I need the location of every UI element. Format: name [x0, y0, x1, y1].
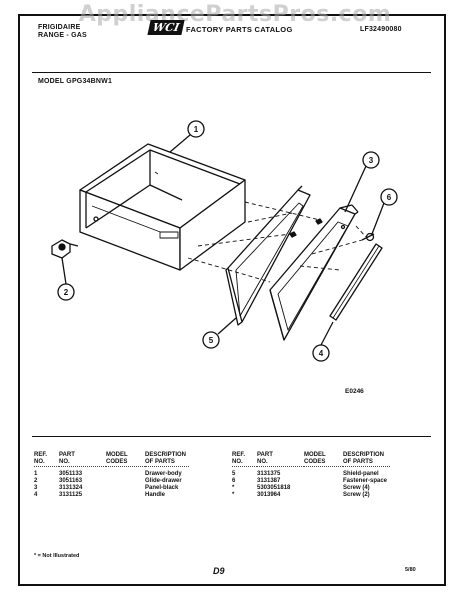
diagram-code: E0246 [345, 388, 364, 395]
catalog-title: FACTORY PARTS CATALOG [186, 25, 293, 34]
col-part: PART NO. [59, 452, 106, 467]
table-row: 2 3051163 Glide-drawer [34, 478, 182, 484]
screw-drawing [289, 218, 323, 238]
table-header-row: REF. NO. PART NO. MODEL CODES DESCRIPTIO… [34, 452, 190, 467]
parts-table-left: REF. NO. PART NO. MODEL CODES DESCRIPTIO… [34, 452, 190, 499]
callout-6: 6 [387, 193, 392, 202]
shield-panel-drawing [225, 185, 311, 326]
col-ref: REF. NO. [232, 452, 257, 467]
front-panel-drawing [269, 204, 359, 341]
catalog-number: LF32490080 [360, 26, 402, 33]
table-header-row: REF. NO. PART NO. MODEL CODES DESCRIPTIO… [232, 452, 391, 467]
page-number: D9 [213, 566, 225, 576]
callout-3: 3 [369, 156, 374, 165]
col-model: MODEL CODES [106, 452, 145, 467]
table-row: 5 3131375 Shield-panel [232, 471, 379, 477]
table-row: * 3013964 Screw (2) [232, 492, 370, 498]
glide-drawer-drawing [51, 239, 79, 259]
fastener-spacer-drawing [361, 232, 375, 242]
not-illustrated-note: * = Not Illustrated [34, 553, 80, 559]
callout-4: 4 [319, 349, 324, 358]
appliance-type: RANGE - GAS [38, 32, 87, 39]
table-row: * 5303051818 Screw (4) [232, 485, 370, 491]
drawer-body-drawing [79, 143, 246, 271]
col-ref: REF. NO. [34, 452, 59, 467]
revision-date: 5/80 [405, 567, 416, 573]
callout-5: 5 [209, 336, 214, 345]
col-description: DESCRIPTION OF PARTS [343, 452, 391, 467]
table-row: 6 3131387 Fastener-space [232, 478, 388, 484]
parts-table-right: REF. NO. PART NO. MODEL CODES DESCRIPTIO… [232, 452, 391, 499]
col-description: DESCRIPTION OF PARTS [145, 452, 190, 467]
table-row: 1 3051133 Drawer-body [34, 471, 182, 477]
table-row: 3 3131324 Panel-black [34, 485, 179, 491]
header-rule [32, 72, 431, 73]
brand-name: FRIGIDAIRE [38, 24, 81, 31]
model-label: MODEL GPG34BNW1 [38, 78, 113, 85]
callout-1: 1 [194, 125, 199, 134]
handle-drawing [329, 243, 383, 321]
table-row: 4 3131125 Handle [34, 492, 166, 498]
col-part: PART NO. [257, 452, 304, 467]
watermark: AppliancePartsPros.com [78, 2, 392, 27]
col-model: MODEL CODES [304, 452, 343, 467]
table-top-rule [32, 436, 431, 437]
callout-2: 2 [64, 288, 69, 297]
